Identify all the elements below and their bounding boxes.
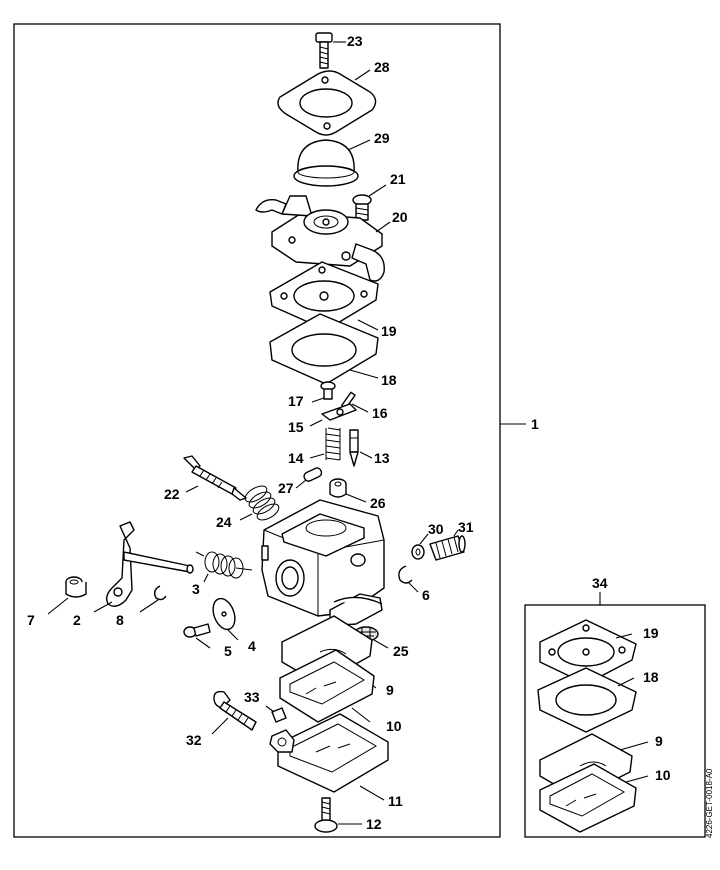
part-14-spring — [325, 427, 341, 461]
part-29-primer-bulb — [293, 139, 359, 187]
callout-13: 13 — [374, 450, 390, 466]
callout-33: 33 — [244, 689, 260, 705]
callout-28: 28 — [374, 59, 390, 75]
carburetor-body — [261, 499, 385, 626]
part-11-end-cover — [269, 713, 389, 793]
callout-4: 4 — [248, 638, 256, 654]
part-12-screw — [314, 797, 338, 833]
callout-6: 6 — [422, 587, 430, 603]
kit-callout-18: 18 — [643, 669, 659, 685]
part-31-fitting — [429, 535, 466, 561]
kit-part-19-diaphragm — [539, 619, 637, 685]
kit-callout-19: 19 — [643, 625, 659, 641]
callout-19: 19 — [381, 323, 397, 339]
kit-part-18-gasket — [537, 667, 637, 733]
part-8-circlip — [153, 585, 167, 601]
callout-26: 26 — [370, 495, 386, 511]
kit-callout-9: 9 — [655, 733, 663, 749]
callout-25: 25 — [393, 643, 409, 659]
callout-8: 8 — [116, 612, 124, 628]
callout-9: 9 — [386, 682, 394, 698]
callout-2: 2 — [73, 612, 81, 628]
part-30-washer — [411, 544, 425, 560]
part-6-circlip — [398, 565, 413, 584]
callout-24: 24 — [216, 514, 232, 530]
part-2-throttle-shaft — [105, 521, 194, 607]
callout-21: 21 — [390, 171, 406, 187]
callout-20: 20 — [392, 209, 408, 225]
callout-27: 27 — [278, 480, 294, 496]
part-26-sleeve — [329, 478, 347, 498]
part-18-pump-gasket — [269, 313, 379, 385]
part-5-screw — [183, 623, 211, 638]
part-7-sleeve — [65, 576, 87, 598]
part-13-inlet-needle — [349, 429, 359, 467]
callout-22: 22 — [164, 486, 180, 502]
callout-31: 31 — [458, 519, 474, 535]
part-17-screw — [320, 381, 336, 400]
part-3-torsion-spring — [195, 551, 244, 579]
callout-32: 32 — [186, 732, 202, 748]
callout-1: 1 — [531, 416, 539, 432]
callout-14: 14 — [288, 450, 304, 466]
kit-callout-10: 10 — [655, 767, 671, 783]
kit-part-10-gasket — [539, 763, 637, 833]
part-4-throttle-plate — [212, 597, 236, 631]
callout-3: 3 — [192, 581, 200, 597]
part-24-spring — [244, 485, 280, 521]
callout-12: 12 — [366, 816, 382, 832]
main-frame — [13, 23, 501, 838]
part-19-pump-diaphragm — [269, 261, 379, 331]
part-22-adjusting-screw — [183, 455, 247, 501]
part-33-plug — [271, 707, 287, 723]
part-28-flange-gasket — [277, 70, 377, 136]
part-15-inlet-lever — [321, 403, 357, 421]
part-32-idle-screw — [213, 690, 257, 731]
callout-11: 11 — [388, 793, 403, 809]
callout-16: 16 — [372, 405, 388, 421]
callout-10: 10 — [386, 718, 402, 734]
part-21-screw — [352, 194, 372, 221]
part-20-pump-housing — [255, 195, 385, 282]
drawing-code: 4226-GET-0018-A0 — [705, 768, 714, 838]
callout-7: 7 — [27, 612, 35, 628]
callout-23: 23 — [347, 33, 363, 49]
part-10-gasket — [279, 649, 375, 723]
part-23-screw — [315, 32, 333, 69]
callout-5: 5 — [224, 643, 232, 659]
callout-30: 30 — [428, 521, 444, 537]
callout-17: 17 — [288, 393, 304, 409]
callout-15: 15 — [288, 419, 304, 435]
callout-29: 29 — [374, 130, 390, 146]
part-27-plug — [303, 467, 323, 482]
kit-callout-34: 34 — [592, 575, 608, 591]
callout-18: 18 — [381, 372, 397, 388]
kit-frame — [524, 604, 706, 838]
